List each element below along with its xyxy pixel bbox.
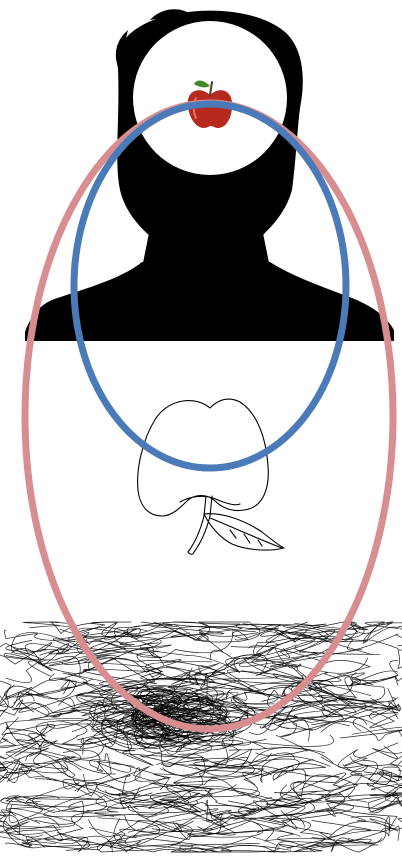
scribble-texture [0, 622, 402, 852]
apple-line-sketch-icon [138, 399, 284, 554]
